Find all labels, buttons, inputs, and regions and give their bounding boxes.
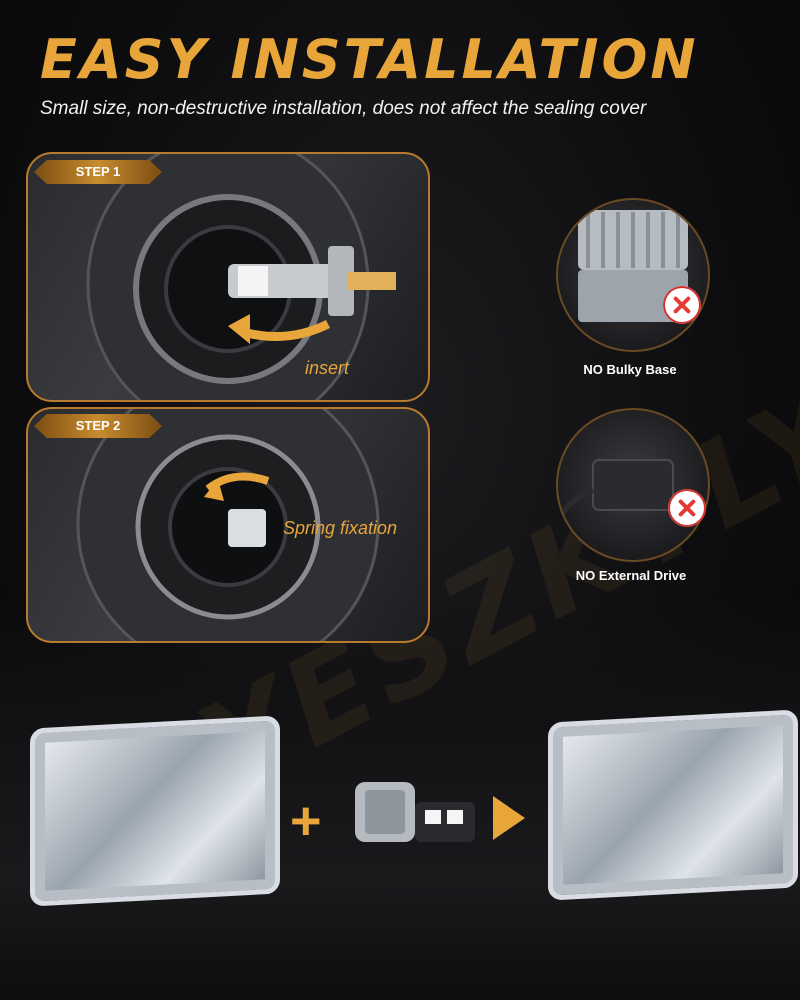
step-2-caption: Spring fixation bbox=[283, 518, 398, 538]
headlight-before-image bbox=[30, 715, 280, 907]
no-external-drive-label: NO External Drive bbox=[575, 568, 687, 583]
page-title: EASY INSTALLATION bbox=[40, 28, 699, 91]
step-2-panel bbox=[26, 407, 430, 643]
step-1-badge: STEP 1 bbox=[34, 160, 162, 184]
step-2-illustration bbox=[76, 409, 380, 641]
plus-icon: + bbox=[290, 791, 322, 851]
step-2-badge: STEP 2 bbox=[34, 414, 162, 438]
result-arrow-icon bbox=[493, 796, 525, 840]
external-drive-illustration bbox=[558, 459, 674, 522]
step-1-panel bbox=[26, 152, 430, 402]
page-subtitle: Small size, non-destructive installation… bbox=[40, 98, 647, 119]
no-external-drive-x-icon bbox=[668, 489, 706, 527]
bulky-base-illustration bbox=[578, 210, 688, 322]
headlight-after-image bbox=[548, 709, 798, 901]
step-1-caption: insert bbox=[305, 358, 350, 378]
bulky-base-image bbox=[556, 198, 710, 352]
no-bulky-base-label: NO Bulky Base bbox=[583, 362, 677, 377]
external-drive-image bbox=[556, 408, 710, 562]
no-bulky-base-x-icon bbox=[663, 286, 701, 324]
led-bulb-image bbox=[355, 782, 475, 842]
step-1-illustration bbox=[86, 154, 396, 400]
